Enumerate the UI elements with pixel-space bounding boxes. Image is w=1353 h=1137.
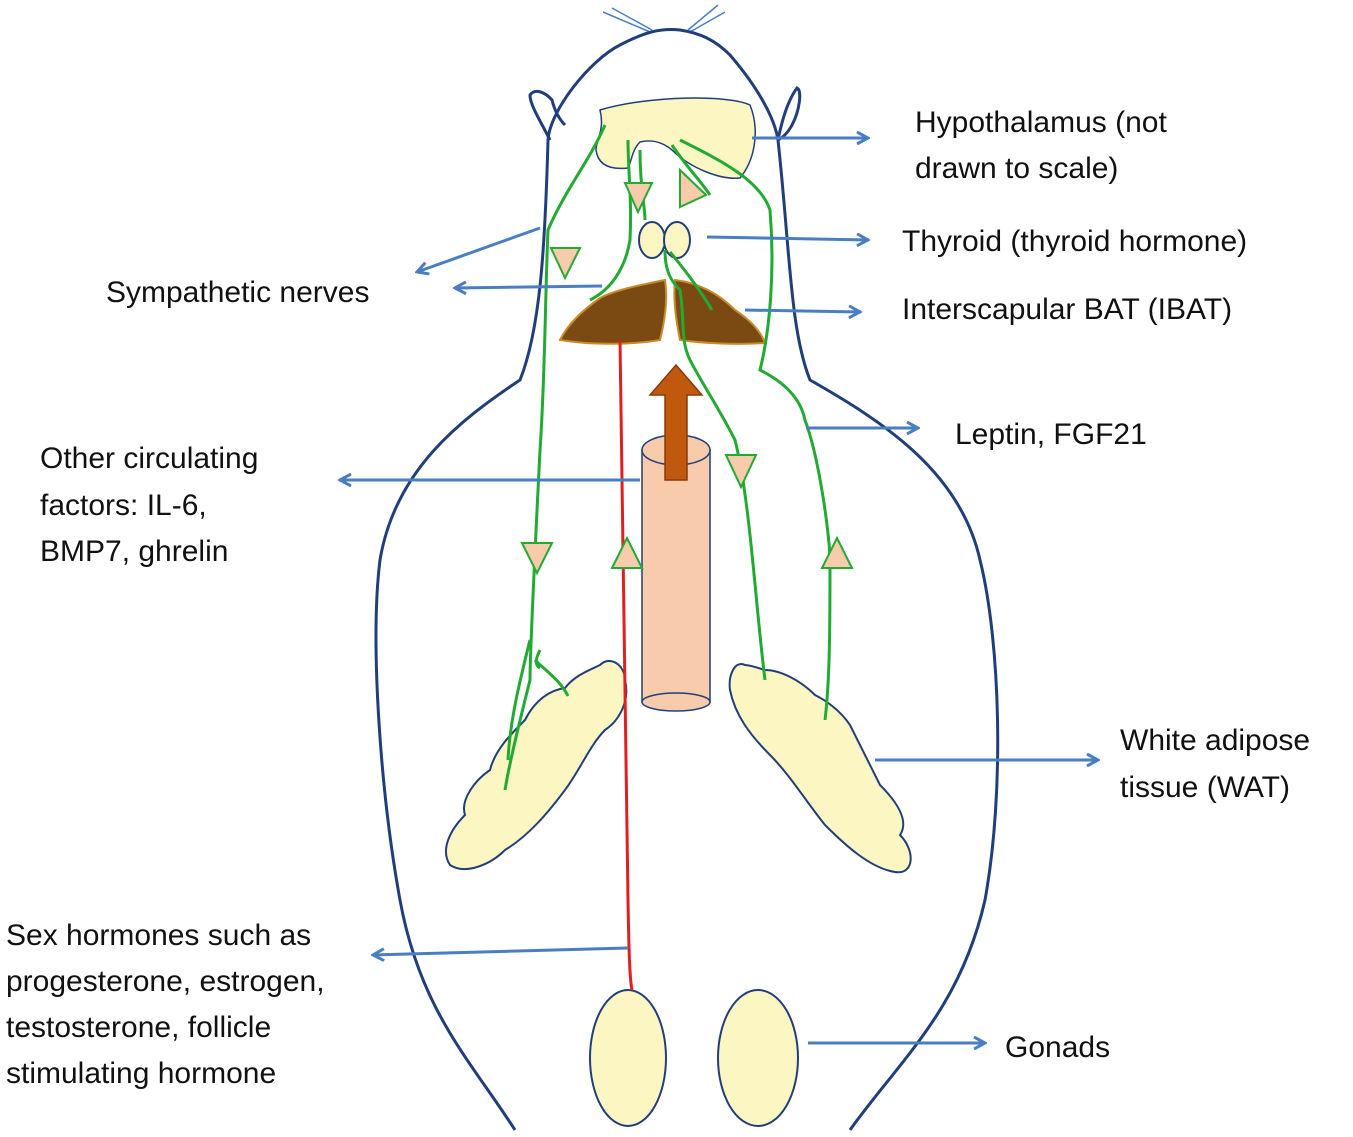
pointer-arrows (340, 138, 1098, 1043)
label-thyroid: Thyroid (thyroid hormone) (902, 225, 1248, 258)
ibat-left (558, 278, 668, 345)
hypothalamus-shape (595, 97, 756, 179)
upward-arrow (648, 363, 704, 481)
label-wat-line2: tissue (WAT) (1120, 771, 1290, 804)
label-sex-hormones-line3: testosterone, follicle (6, 1011, 272, 1044)
label-other-line1: Other circulating (40, 442, 259, 475)
label-sex-hormones-line2: progesterone, estrogen, (6, 965, 325, 998)
label-sex-hormones-line1: Sex hormones such as (6, 919, 312, 952)
wat-left (445, 660, 628, 870)
label-sex-hormones-line4: stimulating hormone (6, 1057, 277, 1090)
label-wat-line1: White adipose (1120, 724, 1311, 757)
label-other-line2: factors: IL-6, (40, 489, 207, 522)
wat-right (728, 663, 912, 874)
sympathetic-nerve-lines (503, 124, 832, 791)
label-other-line3: BMP7, ghrelin (40, 535, 229, 568)
left-ear (528, 89, 567, 141)
label-hypothalamus-line2: drawn to scale) (915, 152, 1119, 185)
label-leptin: Leptin, FGF21 (955, 418, 1147, 451)
circulation-vessel (641, 434, 711, 712)
nerve-direction-markers (520, 167, 854, 576)
label-ibat: Interscapular BAT (IBAT) (902, 293, 1233, 326)
right-ear (776, 86, 802, 142)
label-gonads: Gonads (1005, 1031, 1111, 1064)
thyroid-glands (638, 221, 691, 259)
label-sympathetic-nerves: Sympathetic nerves (106, 276, 370, 309)
gonads-shape (589, 989, 799, 1127)
rat-body-outline (374, 28, 1000, 1131)
ibat-right (673, 278, 767, 345)
whiskers (602, 4, 726, 33)
blood-line (618, 339, 634, 991)
label-hypothalamus-line1: Hypothalamus (not (915, 106, 1167, 139)
